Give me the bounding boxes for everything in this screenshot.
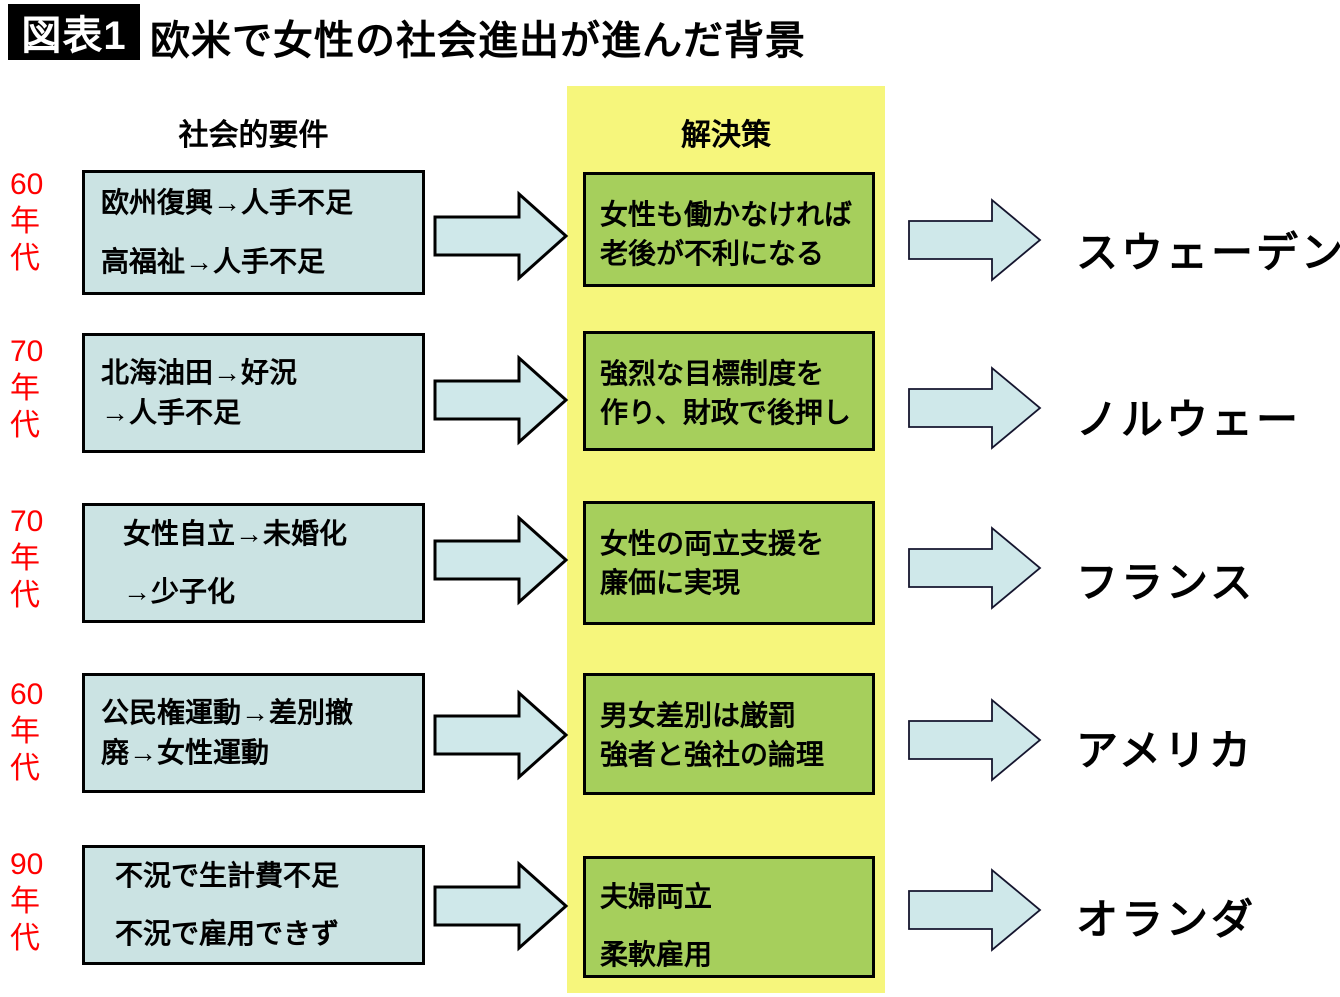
requirement-line: 公民権運動→差別撤 — [101, 697, 354, 729]
requirement-line: 不況で生計費不足 — [115, 859, 340, 891]
requirement-line: 廃→女性運動 — [101, 736, 270, 768]
solution-box: 女性も働かなければ 老後が不利になる — [583, 172, 875, 287]
requirement-box: 欧州復興→人手不足 高福祉→人手不足 — [82, 170, 425, 295]
era-label: 70年代 — [10, 335, 44, 442]
solution-line: 柔軟雇用 — [600, 939, 713, 971]
solution-box: 夫婦両立 柔軟雇用 — [583, 856, 875, 978]
solution-line: 強烈な目標制度を — [600, 358, 825, 389]
solution-line: 廉価に実現 — [600, 567, 741, 599]
solution-line: 男女差別は厳罰 — [600, 700, 797, 731]
era-label: 70年代 — [10, 505, 44, 612]
right-arrow-icon — [433, 860, 569, 952]
right-arrow-icon — [908, 696, 1042, 784]
right-arrow-icon — [908, 196, 1042, 284]
right-arrow-icon — [433, 514, 569, 606]
column-header-social-requirements: 社会的要件 — [178, 119, 329, 152]
requirement-line: 高福祉→人手不足 — [101, 245, 326, 277]
right-arrow-icon — [908, 364, 1042, 452]
requirement-line: →人手不足 — [101, 396, 242, 428]
requirement-line: 不況で雇用できず — [115, 918, 340, 949]
era-label: 60年代 — [10, 678, 44, 785]
requirement-line: →少子化 — [123, 576, 236, 607]
requirement-box: 北海油田→好況 →人手不足 — [82, 333, 425, 453]
solution-box: 男女差別は厳罰 強者と強社の論理 — [583, 673, 875, 795]
solution-line: 女性も働かなければ — [600, 199, 853, 230]
requirement-box: 女性自立→未婚化 →少子化 — [82, 503, 425, 623]
figure-title: 欧米で女性の社会進出が進んだ背景 — [150, 19, 806, 63]
solution-line: 強者と強社の論理 — [600, 739, 825, 771]
requirement-box: 不況で生計費不足 不況で雇用できず — [82, 845, 425, 965]
right-arrow-icon — [908, 866, 1042, 954]
figure-number-badge: 図表1 — [8, 4, 140, 60]
right-arrow-icon — [433, 689, 569, 781]
country-label: アメリカ — [1076, 727, 1254, 774]
country-label: オランダ — [1076, 896, 1257, 943]
solution-box: 女性の両立支援を 廉価に実現 — [583, 501, 875, 625]
right-arrow-icon — [433, 354, 569, 446]
right-arrow-icon — [433, 190, 569, 282]
country-label: スウェーデン — [1076, 229, 1340, 276]
requirement-line: 女性自立→未婚化 — [123, 517, 348, 549]
requirement-box: 公民権運動→差別撤 廃→女性運動 — [82, 673, 425, 793]
era-label: 60年代 — [10, 168, 44, 275]
country-label: フランス — [1076, 559, 1256, 606]
column-header-solutions: 解決策 — [681, 119, 771, 152]
era-label: 90年代 — [10, 848, 44, 955]
solution-line: 女性の両立支援を — [600, 528, 825, 559]
right-arrow-icon — [908, 524, 1042, 612]
solution-line: 老後が不利になる — [600, 238, 825, 270]
solution-box: 強烈な目標制度を 作り、財政で後押し — [583, 331, 875, 451]
requirement-line: 欧州復興→人手不足 — [101, 187, 354, 219]
country-label: ノルウェー — [1076, 396, 1302, 443]
solution-line: 作り、財政で後押し — [600, 397, 851, 429]
requirement-line: 北海油田→好況 — [101, 357, 298, 389]
solution-line: 夫婦両立 — [600, 881, 713, 912]
